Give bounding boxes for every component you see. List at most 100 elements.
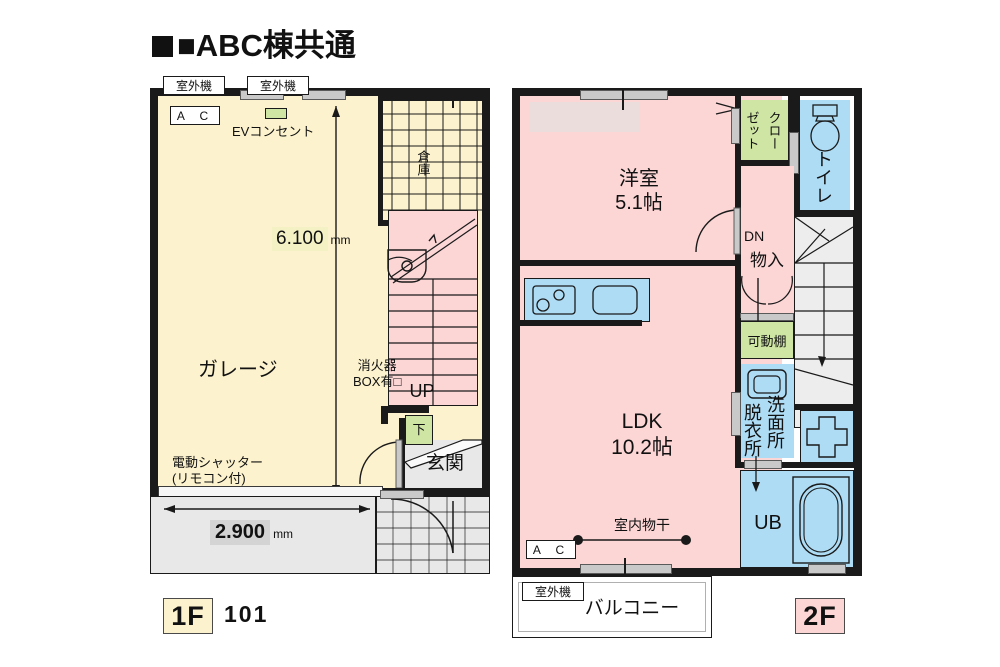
staircase-1f bbox=[388, 210, 478, 406]
wall-closet-bottom bbox=[735, 160, 790, 166]
washroom-label: 脱衣所 bbox=[742, 403, 762, 457]
width-dimension-1f: 2.900 mm bbox=[210, 520, 293, 545]
closet-2f bbox=[740, 100, 790, 162]
width-dimension-arrow-1f bbox=[164, 502, 370, 516]
wall-2f-left bbox=[512, 88, 520, 576]
washer-space-2f bbox=[800, 410, 854, 464]
balcony-window-mullion bbox=[624, 558, 626, 582]
storage-label-1f: 倉庫 bbox=[415, 150, 431, 176]
fire-extinguisher-note: 消火器 BOX有□ bbox=[353, 358, 401, 391]
unit-number-label: 101 bbox=[224, 601, 269, 627]
washroom-door[interactable] bbox=[731, 392, 741, 436]
kitchen-counter-2f bbox=[524, 278, 650, 322]
indoor-drying-bar bbox=[572, 534, 692, 546]
bedroom-name-label: 洋室 bbox=[619, 167, 659, 190]
wall-1f-left bbox=[150, 88, 158, 496]
bathtub-icon bbox=[792, 476, 850, 564]
wall-storage-top bbox=[378, 96, 482, 101]
wall-2f-bottom bbox=[512, 568, 862, 576]
fire-extinguisher-line2: BOX有□ bbox=[353, 374, 402, 390]
wall-ub-top bbox=[735, 462, 854, 468]
ldk-name-label: LDK bbox=[621, 409, 663, 433]
vanity-sink-icon bbox=[746, 368, 788, 400]
depth-dimension-unit-1f: mm bbox=[330, 233, 351, 247]
stairs-down-label-2f: DN bbox=[744, 228, 765, 244]
balcony-window[interactable] bbox=[580, 564, 672, 574]
toilet-label: トイレ bbox=[813, 150, 833, 204]
toilet-door[interactable] bbox=[789, 132, 799, 174]
outdoor-unit-tag-left-1f: 室外機 bbox=[163, 76, 225, 95]
outdoor-unit-tag-right-1f: 室外機 bbox=[247, 76, 309, 95]
closet-label-line1: クロー bbox=[766, 110, 782, 150]
vanity-label: 洗面所 bbox=[765, 395, 785, 449]
width-dimension-value-1f: 2.900 bbox=[210, 520, 271, 545]
ev-outlet-icon bbox=[265, 108, 287, 119]
movable-shelf-label: 可動棚 bbox=[747, 333, 787, 349]
shoe-box-label: 下 bbox=[412, 421, 426, 437]
entrance-door-threshold bbox=[380, 490, 424, 499]
entrance-label: 玄関 bbox=[425, 453, 464, 475]
wall-2f-top bbox=[512, 88, 862, 96]
ub-entry-arrow bbox=[750, 456, 762, 492]
depth-dimension-arrow-1f bbox=[328, 106, 344, 496]
bedroom-shadow-patch bbox=[530, 102, 640, 132]
floor-badge-1f: 1F bbox=[163, 598, 213, 634]
balcony-inner-rail bbox=[518, 582, 706, 632]
shutter-line2: (リモコン付) bbox=[172, 471, 246, 487]
balcony-label: バルコニー bbox=[584, 598, 680, 620]
shoe-box-1f bbox=[405, 415, 433, 445]
unit-bath-label: UB bbox=[754, 511, 782, 534]
wall-1f-right bbox=[482, 88, 490, 496]
bedroom-door-swing bbox=[694, 207, 741, 258]
storage-label-2f: 物入 bbox=[750, 251, 784, 271]
ac-marker-1f: A C bbox=[170, 106, 220, 125]
stairs-up-label-1f: UP bbox=[409, 380, 435, 401]
indoor-drying-label: 室内物干 bbox=[614, 516, 670, 533]
entrance-hall-floor bbox=[403, 439, 483, 488]
staircase-2f bbox=[794, 216, 854, 428]
bedroom-window-mullion bbox=[622, 88, 624, 110]
shutter-line1: 電動シャッター bbox=[172, 455, 264, 470]
wall-kitchen-front bbox=[520, 320, 642, 326]
closet-door-panel[interactable] bbox=[731, 108, 740, 144]
approach-tiles bbox=[376, 496, 490, 574]
ev-outlet-label: EVコンセント bbox=[232, 124, 315, 139]
wall-1f-entry-top bbox=[381, 406, 429, 413]
toilet-fixture-icon bbox=[806, 104, 844, 154]
ac-marker-2f: A C bbox=[526, 540, 576, 559]
bedroom-window[interactable] bbox=[580, 90, 668, 100]
storage-threshold-2f bbox=[740, 313, 794, 321]
fire-extinguisher-line1: 消火器 bbox=[357, 358, 397, 373]
washroom-2f bbox=[740, 364, 794, 458]
wall-1f-midright bbox=[381, 406, 388, 424]
ldk-size-label: 10.2帖 bbox=[611, 435, 673, 459]
wall-toilet-bottom bbox=[794, 210, 854, 216]
wall-washroom-left bbox=[735, 318, 741, 464]
width-dimension-unit-1f: mm bbox=[273, 527, 294, 541]
depth-dimension-value-1f: 6.100 bbox=[272, 227, 328, 251]
floor-badge-2f: 2F bbox=[795, 598, 845, 634]
toilet-room-2f bbox=[800, 100, 850, 212]
page-title: ■ABC棟共通 bbox=[152, 20, 356, 65]
depth-dimension-1f: 6.100 mm bbox=[272, 227, 351, 251]
wall-washer-top bbox=[794, 404, 854, 410]
wall-bedroom-ldk-divider bbox=[520, 260, 735, 266]
wall-2f-right bbox=[854, 88, 862, 576]
title-bullet-square bbox=[152, 36, 173, 57]
ub-window[interactable] bbox=[808, 564, 846, 574]
floor-plan-2f: 洋室 5.1帖 ゼット クロー トイレ 物入 bbox=[512, 88, 862, 638]
hallway-2f bbox=[740, 166, 794, 318]
ub-door[interactable] bbox=[744, 460, 782, 469]
unit-bath-2f bbox=[740, 470, 854, 568]
outdoor-unit-tag-2f: 室外機 bbox=[522, 582, 584, 601]
floor-plan-1f: 倉庫 UP bbox=[150, 88, 490, 583]
closet-label-hidden bbox=[740, 100, 790, 162]
storage-doors-2f[interactable] bbox=[740, 274, 794, 314]
garage-label: ガレージ bbox=[198, 359, 278, 381]
wall-closet-right bbox=[788, 96, 794, 166]
garage-floor bbox=[158, 96, 386, 488]
wall-storage-left bbox=[378, 100, 383, 225]
closet-label-line2: ゼット bbox=[744, 110, 760, 150]
outdoor-unit-pad-right bbox=[302, 90, 346, 100]
entrance-door-swing bbox=[356, 439, 403, 490]
